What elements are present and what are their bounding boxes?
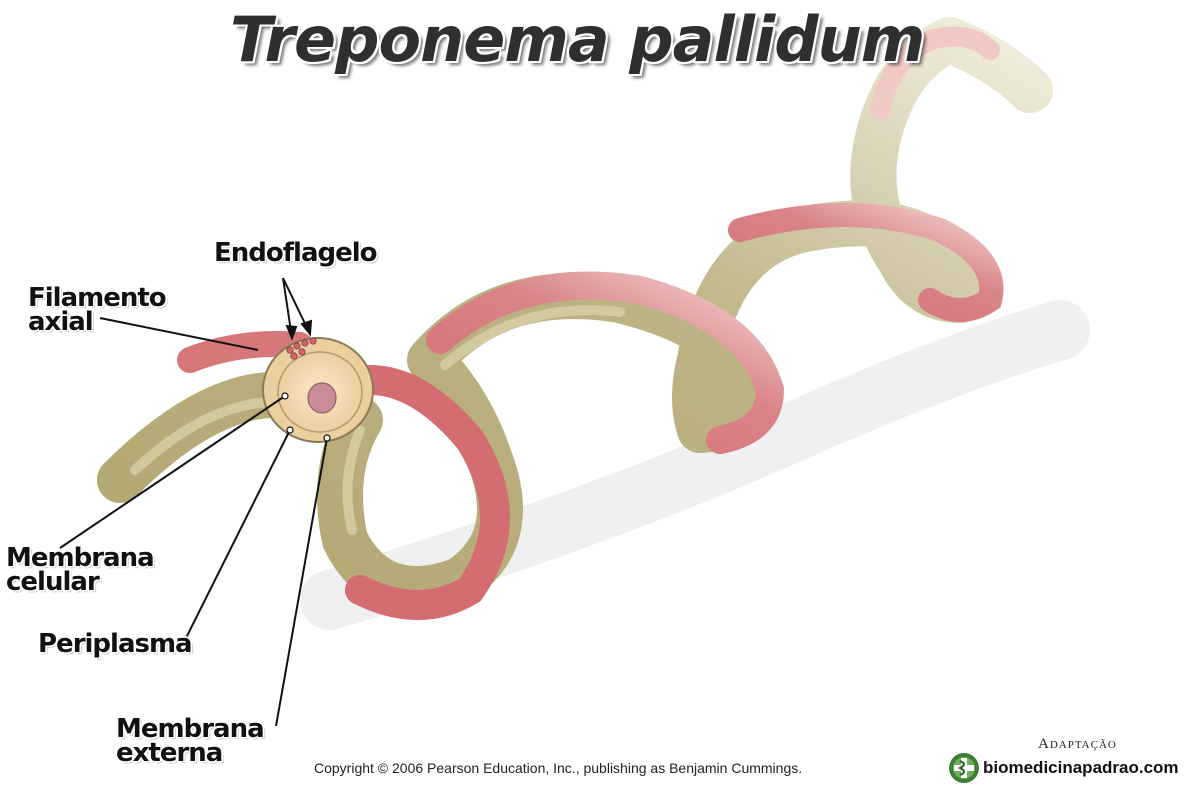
biomedicine-logo-icon — [949, 753, 979, 783]
leader-lines — [59, 277, 328, 727]
endoflagella-dots — [286, 337, 317, 360]
axial-filament-band-2 — [345, 365, 510, 620]
axial-filament-band-3 — [426, 271, 785, 454]
label-membrana-celular-line2: celular — [6, 567, 100, 597]
label-endoflagelo-text: Endoflagelo — [214, 238, 378, 268]
adaptation-label: Adaptação — [1038, 736, 1117, 752]
page-title: Treponema pallidum — [230, 3, 925, 76]
label-filamento-axial-line2: axial — [28, 307, 94, 337]
label-membrana-externa-line2: externa — [116, 738, 223, 768]
axial-filament-band-5 — [870, 26, 1000, 120]
label-periplasma-text: Periplasma — [38, 629, 193, 659]
copyright-notice: Copyright © 2006 Pearson Education, Inc.… — [314, 760, 803, 776]
label-membrana-externa-line1: Membrana — [116, 714, 265, 744]
label-periplasma: Periplasma — [38, 629, 193, 659]
website-link[interactable]: biomedicinapadrao.com — [983, 758, 1179, 777]
label-endoflagelo: Endoflagelo — [214, 238, 378, 268]
label-filamento-axial-line1: Filamento — [28, 283, 167, 313]
leader-dots — [281, 392, 331, 442]
nucleoid — [307, 382, 337, 414]
label-membrana-celular: Membrana celular — [6, 543, 155, 597]
label-membrana-celular-line1: Membrana — [6, 543, 155, 573]
label-membrana-externa: Membrana externa — [116, 714, 265, 768]
label-filamento-axial: Filamento axial — [28, 283, 167, 337]
axial-filament-band-4 — [728, 203, 1004, 322]
cell-body-spiral — [97, 17, 1053, 612]
